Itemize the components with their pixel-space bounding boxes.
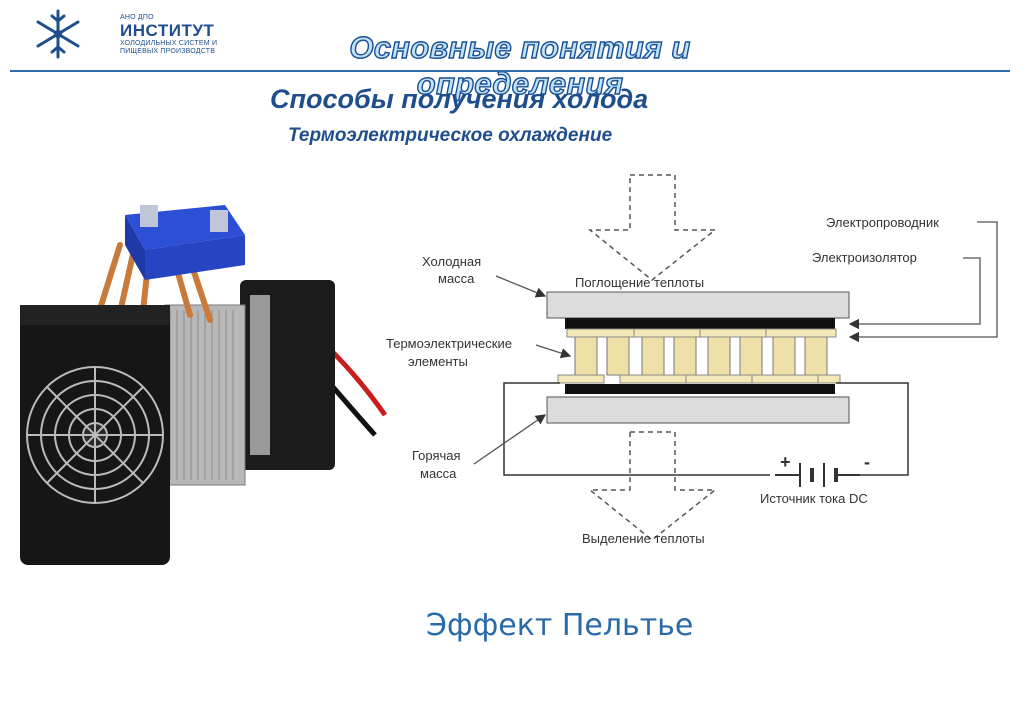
cold-plate: [547, 292, 849, 318]
label-minus: -: [864, 452, 870, 472]
heat-out-arrow: [590, 432, 715, 540]
logo-line-3: ХОЛОДИЛЬНЫХ СИСТЕМ И: [120, 40, 217, 48]
heat-in-arrow: [590, 175, 715, 280]
page-subtitle: Термоэлектрическое охлаждение: [288, 125, 612, 147]
peltier-effect-caption: Эффект Пельтье: [426, 608, 693, 643]
label-thermo-elements-1: Термоэлектрические: [386, 336, 512, 351]
label-hot-mass-1: Горячая: [412, 448, 461, 463]
institute-logo: АНО ДПО ИНСТИТУТ ХОЛОДИЛЬНЫХ СИСТЕМ И ПИ…: [30, 6, 230, 64]
label-heat-absorption: Поглощение теплоты: [575, 275, 704, 290]
peltier-diagram: Холодная масса Поглощение теплоты Термоэ…: [380, 170, 1020, 560]
label-cold-mass-1: Холодная: [422, 254, 481, 269]
logo-line-4: ПИЩЕВЫХ ПРОИЗВОДСТВ: [120, 48, 217, 56]
peltier-cooler-image: [10, 185, 395, 575]
hot-plate: [547, 397, 849, 423]
label-insulator: Электроизолятор: [812, 250, 917, 265]
logo-line-2: ИНСТИТУТ: [120, 22, 217, 40]
label-plus: +: [780, 452, 791, 472]
thermoelectric-elements: [575, 335, 827, 375]
label-hot-mass-2: масса: [420, 466, 457, 481]
label-heat-release: Выделение теплоты: [582, 531, 705, 546]
label-thermo-elements-2: элементы: [408, 354, 468, 369]
header-divider: [10, 70, 1010, 72]
label-cold-mass-2: масса: [438, 271, 475, 286]
label-conductor: Электропроводник: [826, 215, 939, 230]
label-dc-source: Источник тока DC: [760, 491, 868, 506]
page-title: Способы получения холода: [270, 84, 648, 115]
snowflake-icon: [32, 8, 84, 60]
